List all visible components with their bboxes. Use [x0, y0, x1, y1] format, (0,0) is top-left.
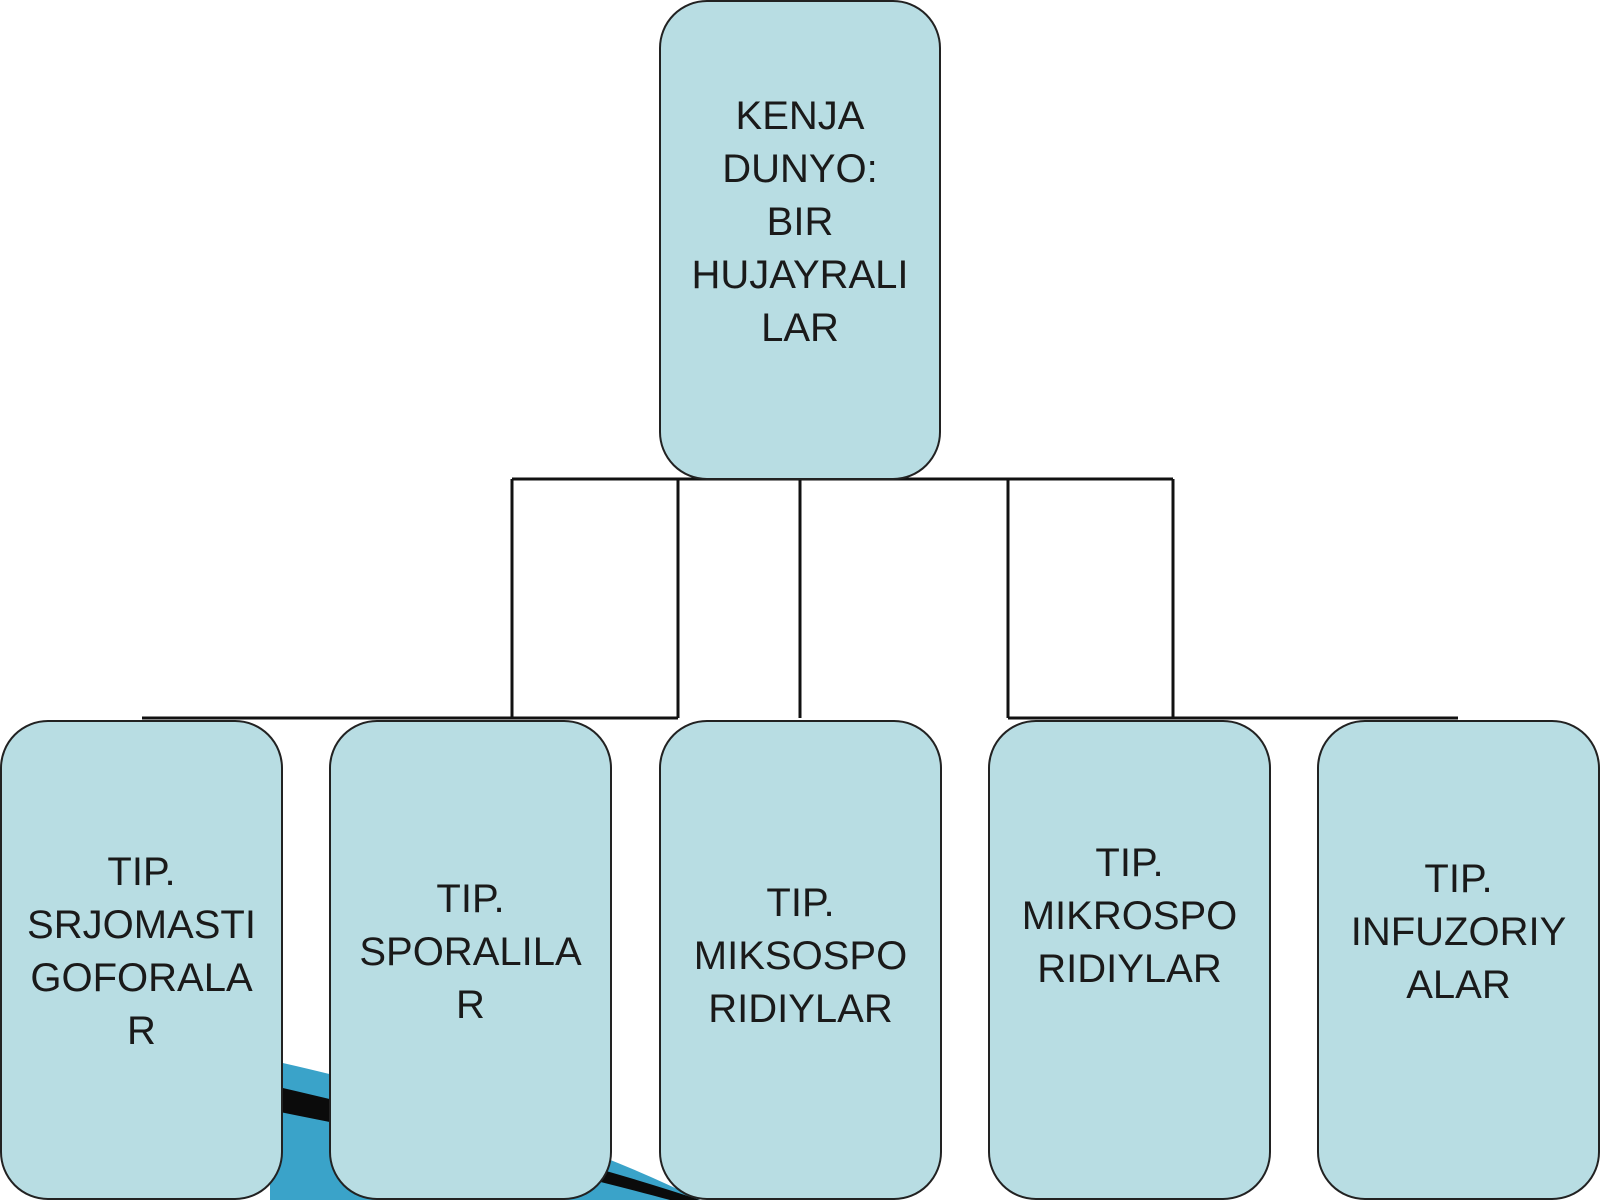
- child-node-label: TIP. SRJOMASTI GOFORALA R: [27, 850, 256, 1053]
- root-node: KENJA DUNYO: BIR HUJAYRALI LAR: [659, 0, 941, 480]
- root-node-label: KENJA DUNYO: BIR HUJAYRALI LAR: [691, 93, 909, 350]
- child-node-srjomastigoforalar: TIP. SRJOMASTI GOFORALA R: [0, 720, 283, 1200]
- child-node-label: TIP. MIKSOSPO RIDIYLAR: [693, 880, 908, 1031]
- child-node-label: TIP. MIKROSPO RIDIYLAR: [1021, 840, 1238, 991]
- child-node-miksosporidiylar: TIP. MIKSOSPO RIDIYLAR: [659, 720, 942, 1200]
- child-node-label: TIP. INFUZORIY ALAR: [1350, 856, 1567, 1007]
- child-node-infuzoriyalar: TIP. INFUZORIY ALAR: [1317, 720, 1600, 1200]
- child-node-sporalilar: TIP. SPORALILA R: [329, 720, 612, 1200]
- child-node-label: TIP. SPORALILA R: [359, 876, 582, 1027]
- child-node-mikrosporidiylar: TIP. MIKROSPO RIDIYLAR: [988, 720, 1271, 1200]
